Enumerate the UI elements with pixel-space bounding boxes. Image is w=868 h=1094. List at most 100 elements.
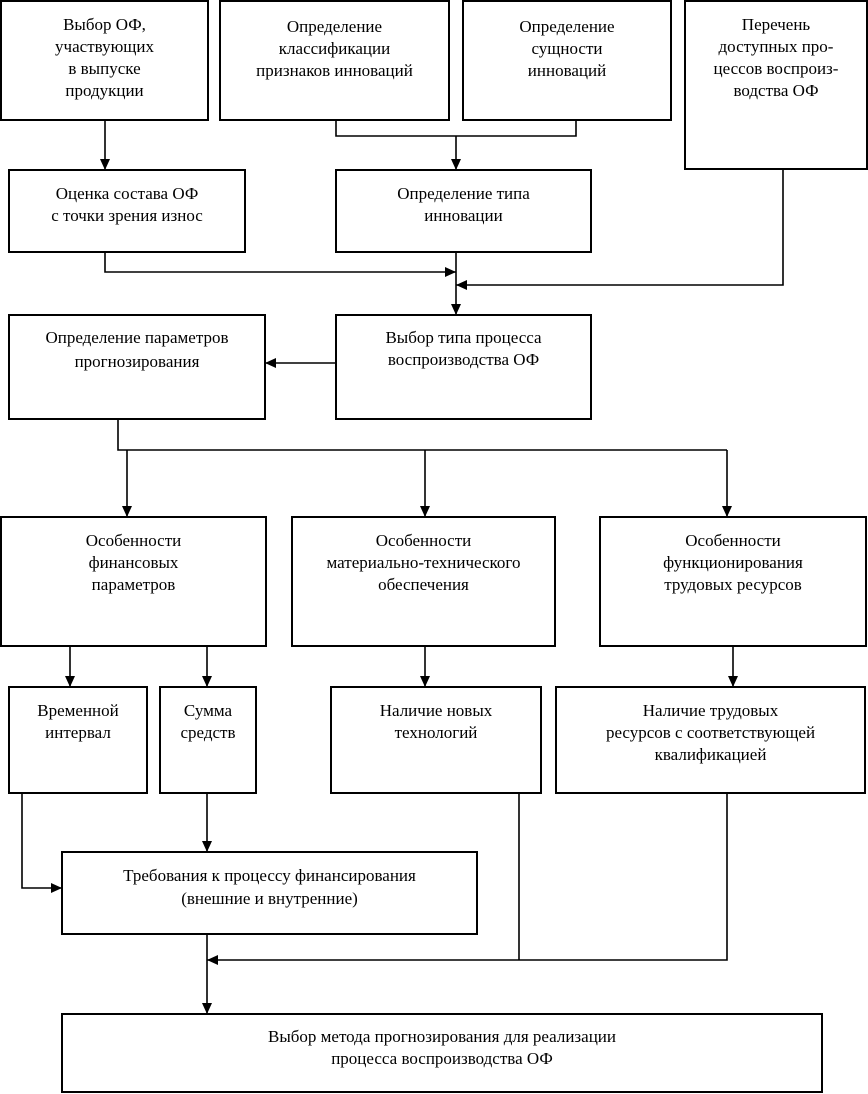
- node-label-line: цессов воспроиз-: [714, 59, 839, 78]
- connectors-layer: [21, 120, 784, 1014]
- node-new-technologies: Наличие новых технологий: [330, 686, 542, 794]
- node-label-line: Требования к процессу финансирования: [123, 866, 416, 885]
- arrowhead: [420, 676, 430, 687]
- node-label-line: Определение: [287, 17, 382, 36]
- arrowhead: [451, 159, 461, 170]
- node-box: [61, 1013, 823, 1093]
- node-box: [555, 686, 866, 794]
- node-classification: Определение классификации признаков иннова…: [219, 0, 450, 121]
- node-label-line: Особенности: [376, 531, 471, 550]
- node-box: [159, 686, 257, 794]
- node-label-line: материально-технического: [327, 553, 521, 572]
- node-label-line: воспроизводства ОФ: [388, 350, 539, 369]
- node-labor-availability: Наличие трудовых ресурсов с соответствующ…: [555, 686, 866, 794]
- node-financial-features: Особенности финансовых параметров: [0, 516, 267, 647]
- node-label-line: Наличие трудовых: [643, 701, 779, 720]
- node-innovation-type: Определение типа инновации: [335, 169, 592, 253]
- edge-labor-availability-to-merge: [207, 793, 728, 961]
- node-labor-features: Особенности функционирования трудовых ресу…: [599, 516, 867, 647]
- node-label-line: процесса воспроизводства ОФ: [331, 1049, 553, 1068]
- node-box: [0, 516, 267, 647]
- arrowhead: [122, 506, 132, 517]
- node-label-line: технологий: [395, 723, 478, 742]
- node-box: [0, 0, 209, 121]
- node-label-line: классификации: [279, 39, 390, 58]
- edge-forecast-params-bus: [117, 419, 727, 451]
- node-label-line: Определение: [519, 17, 614, 36]
- node-label-line: в выпуске: [68, 59, 140, 78]
- node-box: [219, 0, 450, 121]
- node-box: [462, 0, 672, 121]
- node-label-line: продукции: [65, 81, 143, 100]
- arrowhead: [722, 506, 732, 517]
- node-label-line: Особенности: [86, 531, 181, 550]
- node-box: [8, 169, 246, 253]
- edge-classification-join: [335, 120, 577, 137]
- edge-wear-to-merge: [104, 252, 456, 273]
- node-label-line: инноваций: [528, 61, 606, 80]
- node-box: [61, 851, 478, 935]
- node-label-line: интервал: [45, 723, 111, 742]
- arrowhead: [207, 955, 218, 965]
- node-label-line: прогнозирования: [75, 352, 200, 371]
- node-label-line: признаков инноваций: [256, 61, 413, 80]
- arrowhead: [100, 159, 110, 170]
- node-label-line: Выбор типа процесса: [385, 328, 542, 347]
- node-box: [330, 686, 542, 794]
- node-box: [8, 314, 266, 420]
- arrowhead: [202, 841, 212, 852]
- node-label-line: участвующих: [55, 37, 154, 56]
- arrowhead: [445, 267, 456, 277]
- arrowhead: [728, 676, 738, 687]
- node-essence: Определение сущности инноваций: [462, 0, 672, 121]
- node-funds-amount: Сумма средств: [159, 686, 257, 794]
- node-label-line: Перечень: [742, 15, 811, 34]
- node-method-selection: Выбор метода прогнозирования для реализа…: [61, 1013, 823, 1093]
- node-label-line: параметров: [92, 575, 176, 594]
- node-wear-assessment: Оценка состава ОФ с точки зрения износ: [8, 169, 246, 253]
- node-process-type: Выбор типа процесса воспроизводства ОФ: [335, 314, 592, 420]
- node-label-line: сущности: [531, 39, 602, 58]
- node-label-line: Временной: [37, 701, 118, 720]
- node-material-features: Особенности материально-технического обесп…: [291, 516, 556, 647]
- arrowhead: [456, 280, 467, 290]
- arrowhead: [51, 883, 62, 893]
- node-financing-requirements: Требования к процессу финансирования (вне…: [61, 851, 478, 935]
- node-label-line: Определение параметров: [45, 328, 228, 347]
- node-box: [335, 169, 592, 253]
- node-time-interval: Временной интервал: [8, 686, 148, 794]
- node-label-line: ресурсов с соответствующей: [606, 723, 815, 742]
- node-label-line: Особенности: [685, 531, 780, 550]
- node-label-line: функционирования: [663, 553, 803, 572]
- arrowhead: [202, 676, 212, 687]
- node-label-line: (внешние и внутренние): [181, 889, 358, 908]
- node-label-line: Сумма: [184, 701, 233, 720]
- node-label-line: с точки зрения износ: [51, 206, 203, 225]
- arrowhead: [451, 304, 461, 315]
- node-label-line: средств: [180, 723, 235, 742]
- node-label-line: финансовых: [89, 553, 179, 572]
- node-box: [684, 0, 868, 170]
- node-label-line: Определение типа: [397, 184, 530, 203]
- node-forecast-params: Определение параметров прогнозирования: [8, 314, 266, 420]
- node-label-line: Выбор метода прогнозирования для реализа…: [268, 1027, 616, 1046]
- edge-time-interval-to-financing: [21, 793, 62, 889]
- node-label-line: квалификацией: [655, 745, 767, 764]
- node-label-line: инновации: [424, 206, 502, 225]
- node-box: [291, 516, 556, 647]
- node-box: [599, 516, 867, 647]
- node-box: [8, 686, 148, 794]
- node-label-line: Наличие новых: [380, 701, 493, 720]
- node-label-line: Оценка состава ОФ: [56, 184, 199, 203]
- node-label-line: трудовых ресурсов: [664, 575, 802, 594]
- node-label-line: обеспечения: [378, 575, 469, 594]
- edge-process-list-to-merge: [456, 169, 784, 286]
- node-label-line: доступных про-: [719, 37, 834, 56]
- node-box: [335, 314, 592, 420]
- arrowhead: [420, 506, 430, 517]
- arrowhead: [65, 676, 75, 687]
